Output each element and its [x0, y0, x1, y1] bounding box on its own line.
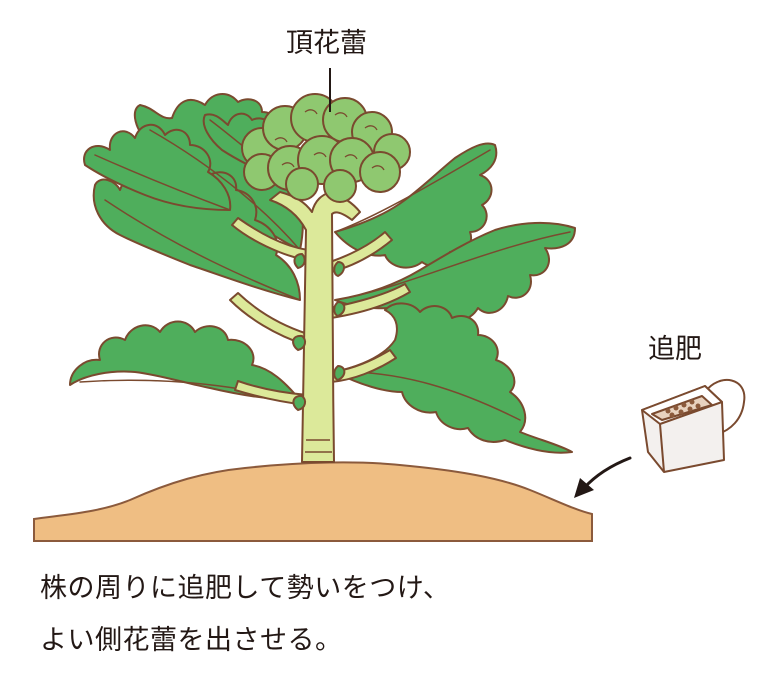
- leaf-upper-right: [334, 142, 498, 269]
- main-stem: [269, 191, 361, 463]
- petiole-left-1: [231, 217, 309, 261]
- stem-base-marks: [305, 439, 332, 453]
- fertilizer-granules: [665, 399, 701, 418]
- arrow-head-icon: [574, 478, 594, 498]
- fertilizer-label: 追肥: [648, 334, 702, 365]
- stem-group: [229, 191, 411, 463]
- petiole-left-3: [234, 380, 309, 406]
- arrow-icon: [582, 456, 632, 490]
- axillary-buds: [292, 252, 346, 412]
- caption-line-2: よい側花蕾を出させる。: [40, 625, 343, 656]
- floret-details: [274, 109, 385, 171]
- petiole-right-3: [329, 349, 397, 383]
- leaf-lower-right: [334, 302, 573, 454]
- leaf-left-outer: [83, 123, 232, 211]
- leaf-lower-left: [69, 320, 301, 401]
- petiole-right-2: [329, 283, 411, 319]
- fertilizer-bag-icon: [641, 379, 746, 473]
- caption-line-1: 株の周りに追肥して勢いをつけ、: [40, 573, 451, 604]
- soil-mound: [33, 461, 593, 542]
- terminal-bud-label: 頂花蕾: [286, 28, 367, 59]
- terminal-flower-head: [241, 93, 411, 203]
- petiole-left-2: [229, 292, 309, 346]
